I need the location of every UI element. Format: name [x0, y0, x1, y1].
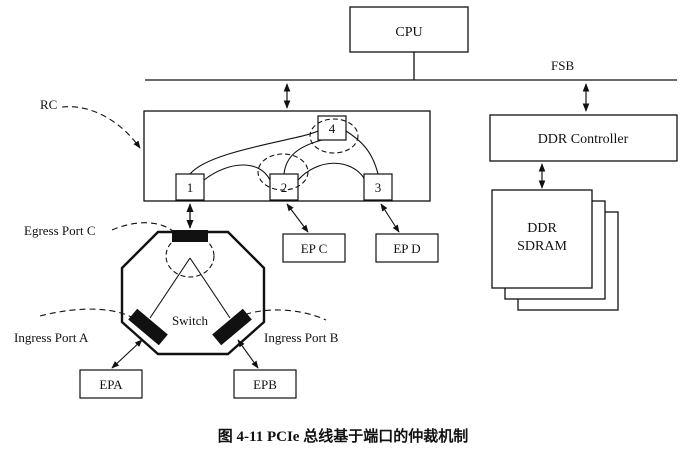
rc-port-2: 2: [269, 173, 299, 201]
fsb-label: FSB: [551, 58, 574, 73]
svg-text:EP C: EP C: [301, 241, 328, 256]
port3-epd-arrow: [380, 203, 400, 233]
port2-epc-arrow: [286, 203, 309, 233]
rc-port-3: 3: [363, 173, 393, 201]
svg-text:EP D: EP D: [393, 241, 420, 256]
ingress-port-a-label: Ingress Port A: [14, 330, 89, 345]
svg-text:3: 3: [375, 180, 382, 195]
ingress-port-b-label: Ingress Port B: [264, 330, 339, 345]
ingress-b-epb-arrow: [237, 339, 259, 369]
egress-port-c-label: Egress Port C: [24, 223, 96, 238]
ingress-port-b-pointer: [235, 309, 327, 321]
figure-caption: 图 4-11 PCIe 总线基于端口的仲裁机制: [218, 427, 468, 445]
egress-port-c-pointer: [111, 222, 175, 233]
switch-arbiter-circle: [165, 234, 215, 278]
ingress-a-epa-arrow: [111, 339, 143, 369]
rc-port-1: 1: [175, 173, 205, 201]
svg-text:DDR Controller: DDR Controller: [538, 132, 629, 147]
switch-internal-paths: [149, 257, 231, 319]
rc-internal-routes: [189, 130, 379, 181]
rc-pointer: [61, 106, 141, 149]
svg-text:DDR: DDR: [527, 221, 557, 236]
svg-text:2: 2: [281, 180, 288, 195]
switch-label: Switch: [172, 313, 209, 328]
rc-arbiter-circle-2: [257, 153, 309, 191]
svg-text:1: 1: [187, 180, 194, 195]
svg-text:SDRAM: SDRAM: [517, 239, 567, 254]
svg-text:EPA: EPA: [99, 377, 123, 392]
fsb-bus: FSB: [145, 52, 677, 81]
ingress-port-b-block: [212, 308, 252, 346]
rc-port-4: 4: [317, 115, 347, 141]
ep-a-box: EPA: [79, 369, 143, 399]
svg-text:EPB: EPB: [253, 377, 277, 392]
ingress-port-a-block: [128, 308, 168, 346]
ddr-sdram-stack: DDR SDRAM: [491, 189, 619, 311]
switch-octagon: [120, 230, 266, 356]
egress-port-c-block: [172, 230, 208, 242]
ep-b-box: EPB: [233, 369, 297, 399]
rc-label: RC: [40, 97, 57, 112]
ddr-controller-box: DDR Controller: [489, 114, 678, 162]
ingress-port-a-pointer: [39, 308, 141, 323]
ep-c-box: EP C: [282, 233, 346, 263]
svg-text:4: 4: [329, 121, 336, 136]
cpu-label: CPU: [395, 25, 422, 40]
ep-d-box: EP D: [375, 233, 439, 263]
rc-arbiter-circle-4: [309, 118, 359, 154]
cpu-box: CPU: [349, 6, 469, 53]
